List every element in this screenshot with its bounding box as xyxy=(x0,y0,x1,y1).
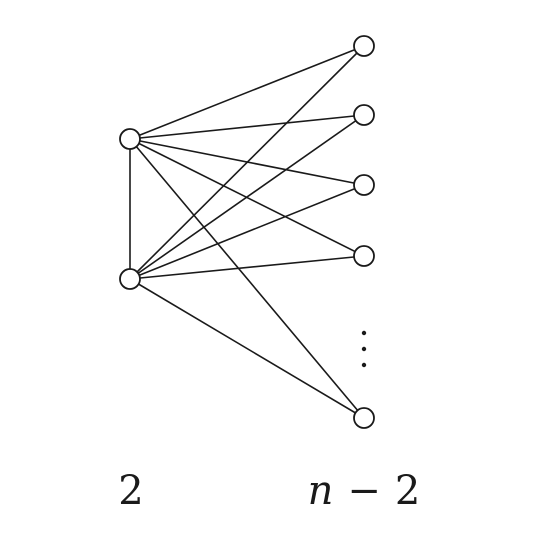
vertex-v1 xyxy=(353,35,375,57)
edge-u2-v4 xyxy=(129,255,365,280)
vertex-u1 xyxy=(119,128,141,150)
ellipsis-dot xyxy=(361,346,367,352)
edge-u2-v3 xyxy=(129,184,365,280)
vertex-v2 xyxy=(353,104,375,126)
vertex-v5 xyxy=(353,407,375,429)
edge-u2-v2 xyxy=(129,114,365,280)
vertical-ellipsis xyxy=(361,330,367,368)
right-group-label-number: 2 xyxy=(395,468,420,514)
vertex-v3 xyxy=(353,174,375,196)
edge-u1-v1 xyxy=(129,45,365,140)
ellipsis-dot xyxy=(361,330,367,336)
edges-layer xyxy=(129,45,365,419)
nodes-layer xyxy=(119,35,375,429)
right-group-label-operator: − xyxy=(347,468,381,514)
edge-u2-v5 xyxy=(129,278,365,419)
edge-u2-v1 xyxy=(129,45,365,280)
edge-u1-v2 xyxy=(129,114,365,140)
right-group-label-variable: n xyxy=(308,468,334,514)
vertex-u2 xyxy=(119,268,141,290)
right-group-label: n − 2 xyxy=(308,468,421,514)
vertex-v4 xyxy=(353,245,375,267)
ellipsis-dot xyxy=(361,362,367,368)
left-group-label: 2 xyxy=(118,468,143,514)
edge-u1-v5 xyxy=(129,138,365,419)
